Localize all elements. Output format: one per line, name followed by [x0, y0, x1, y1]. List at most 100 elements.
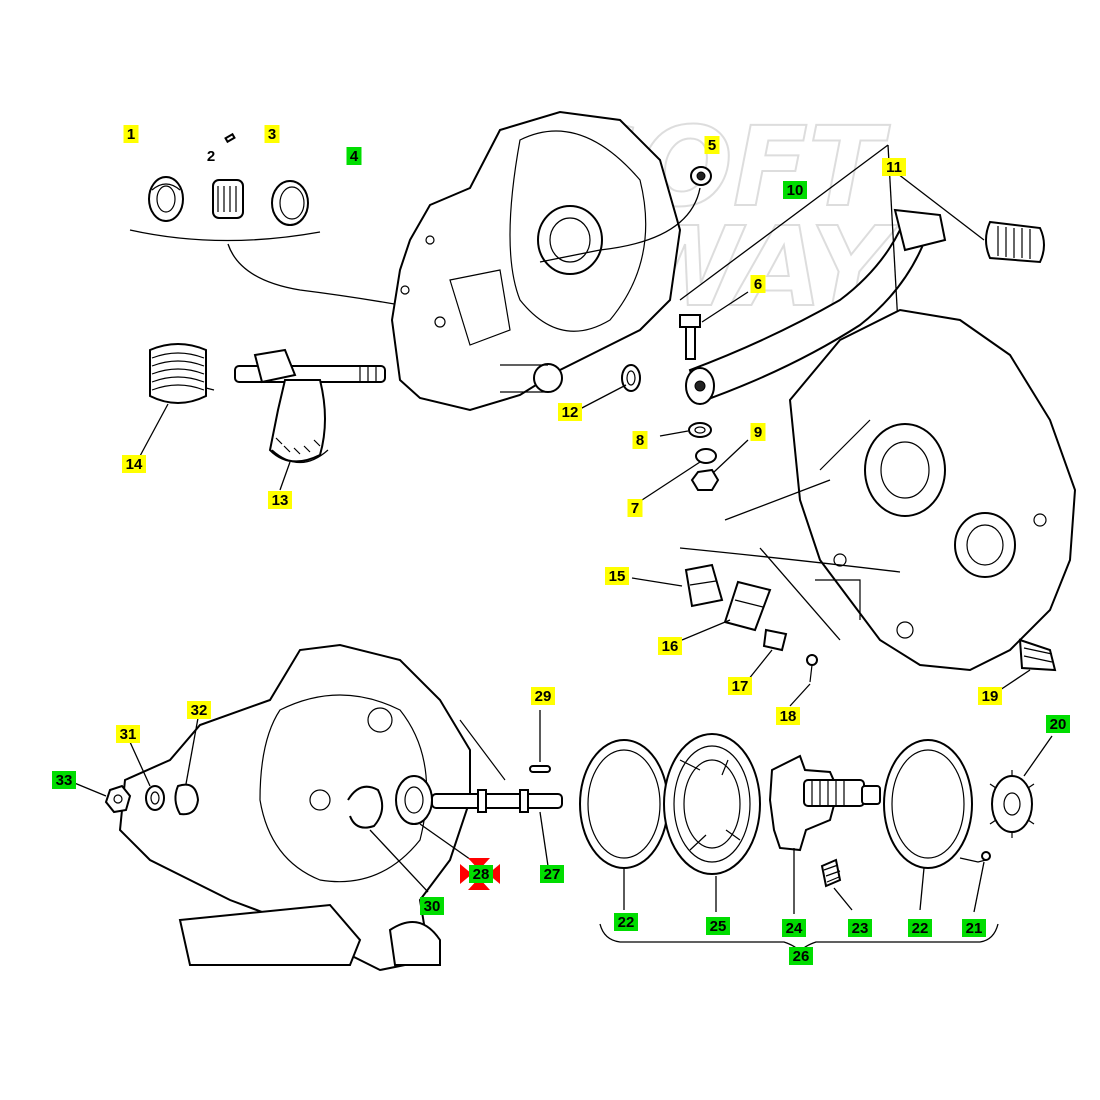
part-label-bg-27	[540, 865, 564, 883]
leader-19	[999, 669, 1031, 691]
part-28-bearing	[395, 775, 433, 825]
part-30-circlip	[347, 785, 384, 829]
part-label-19: 19	[978, 687, 1002, 705]
leader-17	[747, 649, 773, 681]
leader-28	[419, 823, 475, 863]
gearbox-casing	[118, 643, 506, 972]
part-label-21: 21	[962, 919, 986, 937]
part-label-number-7: 7	[631, 500, 639, 517]
group-bracket-1-4	[129, 229, 321, 242]
part-label-bg-4	[346, 147, 362, 165]
part-22-shim-right	[883, 739, 973, 869]
part-label-25: 25	[706, 917, 730, 935]
part-1-oil-seal	[148, 176, 184, 222]
part-label-32: 32	[187, 701, 211, 719]
part-label-number-14: 14	[126, 456, 143, 473]
part-label-30: 30	[420, 897, 444, 915]
part-3-needle-bearing	[212, 179, 244, 219]
leader-16	[681, 619, 731, 641]
part-label-number-33: 33	[56, 772, 73, 789]
part-label-number-22a: 22	[618, 914, 635, 931]
part-label-number-19: 19	[982, 688, 999, 705]
part-label-number-29: 29	[535, 688, 552, 705]
part-9-nut	[690, 468, 720, 491]
part-7-spring-washer	[695, 448, 717, 464]
part-label-bg-8	[632, 431, 648, 449]
part-24-cluster-gear	[768, 754, 881, 852]
part-21-pin	[959, 851, 991, 863]
part-label-number-25: 25	[710, 918, 727, 935]
part-label-24: 24	[782, 919, 806, 937]
part-label-33: 33	[52, 771, 76, 789]
part-label-29: 29	[531, 687, 555, 705]
right-crankcase-half	[788, 308, 1077, 672]
part-12-washer	[621, 364, 641, 392]
part-label-22a: 22	[614, 913, 638, 931]
part-label-number-8: 8	[636, 432, 644, 449]
part-8-washer	[688, 422, 712, 438]
part-label-bg-13	[268, 491, 292, 509]
crankcase-cover	[390, 110, 682, 412]
leader-27	[539, 811, 549, 867]
part-29-pin	[529, 765, 551, 773]
part-label-bg-10	[783, 181, 807, 199]
part-label-bg-33	[52, 771, 76, 789]
leader-11	[897, 173, 985, 241]
part-label-number-3: 3	[268, 126, 276, 143]
group-bracket-15-18	[759, 547, 841, 641]
part-label-number-30: 30	[424, 898, 441, 915]
part-label-bg-21	[962, 919, 986, 937]
part-label-14: 14	[122, 455, 146, 473]
part-33-nut	[104, 784, 132, 814]
part-label-bg-23	[848, 919, 872, 937]
part-label-10: 10	[783, 181, 807, 199]
part-label-bg-12	[558, 403, 582, 421]
part-13-kick-shaft	[234, 348, 386, 463]
part-label-number-28: 28	[473, 866, 490, 883]
part-label-bg-20	[1046, 715, 1070, 733]
part-label-number-18: 18	[780, 708, 797, 725]
part-label-bg-9	[750, 423, 766, 441]
part-label-12: 12	[558, 403, 582, 421]
part-label-15: 15	[605, 567, 629, 585]
part-label-bg-14	[122, 455, 146, 473]
leader-20	[1023, 735, 1053, 777]
part-label-22b: 22	[908, 919, 932, 937]
part-label-number-27: 27	[544, 866, 561, 883]
case-bolt-line	[724, 479, 831, 521]
part-label-bg-19	[978, 687, 1002, 705]
part-17-plate	[762, 628, 788, 652]
part-label-31: 31	[116, 725, 140, 743]
leader-8	[659, 430, 689, 437]
part-label-4: 4	[346, 147, 362, 165]
part-label-number-13: 13	[272, 492, 289, 509]
leader-13	[279, 461, 291, 491]
part-23-spring	[820, 858, 842, 888]
part-16-shim	[723, 580, 772, 632]
leader-32	[185, 717, 199, 785]
part-label-20: 20	[1046, 715, 1070, 733]
part-label-26: 26	[789, 947, 813, 965]
part-label-28: 28	[469, 865, 493, 883]
leader-33	[71, 781, 107, 797]
part-20-pinion	[989, 770, 1035, 838]
part-label-number-11: 11	[886, 159, 902, 176]
part-label-number-12: 12	[562, 404, 579, 421]
part-6-bolt	[679, 314, 701, 360]
leader-18	[789, 683, 811, 707]
part-label-5: 5	[704, 136, 720, 154]
part-label-bg-11	[882, 158, 906, 176]
part-label-number-6: 6	[754, 276, 762, 293]
part-label-bg-28	[469, 865, 493, 883]
leader-9	[713, 439, 749, 473]
part-14-spring	[149, 343, 215, 404]
part-2-pin	[224, 132, 236, 144]
part-label-number-5: 5	[708, 137, 716, 154]
part-27-shaft	[431, 789, 563, 813]
part-label-number-24: 24	[786, 920, 803, 937]
part-label-bg-22a	[614, 913, 638, 931]
part-4-ring	[271, 180, 309, 226]
part-label-17: 17	[728, 677, 752, 695]
part-label-1: 1	[123, 125, 139, 143]
